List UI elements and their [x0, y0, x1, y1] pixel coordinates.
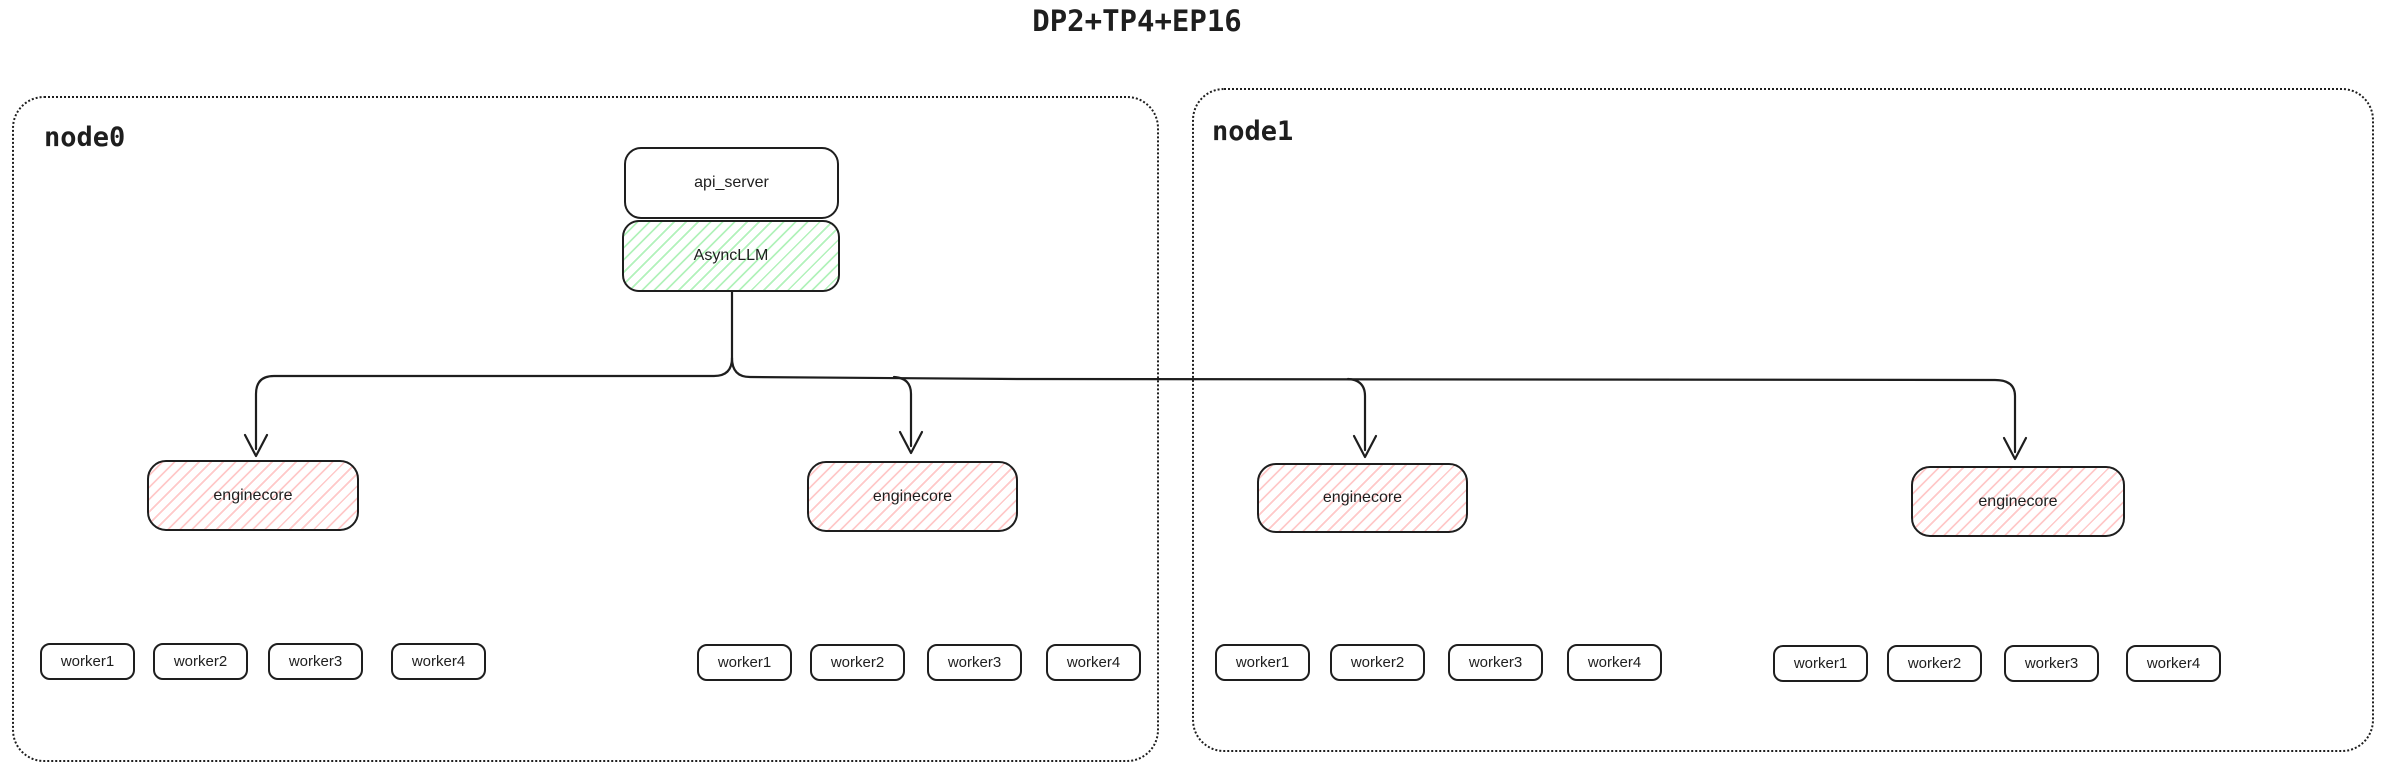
- worker-box: worker3: [2004, 645, 2099, 682]
- worker-box: worker3: [268, 643, 363, 680]
- worker-box: worker2: [153, 643, 248, 680]
- worker-box: worker2: [810, 644, 905, 681]
- worker-box: worker3: [1448, 644, 1543, 681]
- enginecore-box-2: enginecore: [807, 461, 1018, 532]
- worker-box: worker2: [1887, 645, 1982, 682]
- asyncllm-box: AsyncLLM: [622, 220, 840, 292]
- enginecore-box-3: enginecore: [1257, 463, 1468, 533]
- worker-box: worker1: [1215, 644, 1310, 681]
- worker-box: worker4: [391, 643, 486, 680]
- worker-box: worker1: [1773, 645, 1868, 682]
- worker-box: worker3: [927, 644, 1022, 681]
- diagram-title: DP2+TP4+EP16: [1032, 4, 1242, 38]
- worker-box: worker4: [1567, 644, 1662, 681]
- node0-label: node0: [44, 122, 126, 153]
- worker-box: worker1: [697, 644, 792, 681]
- worker-box: worker2: [1330, 644, 1425, 681]
- enginecore-box-1: enginecore: [147, 460, 359, 531]
- api-server-box: api_server: [624, 147, 839, 219]
- node1-label: node1: [1212, 116, 1294, 147]
- enginecore-box-4: enginecore: [1911, 466, 2125, 537]
- worker-box: worker1: [40, 643, 135, 680]
- worker-box: worker4: [2126, 645, 2221, 682]
- worker-box: worker4: [1046, 644, 1141, 681]
